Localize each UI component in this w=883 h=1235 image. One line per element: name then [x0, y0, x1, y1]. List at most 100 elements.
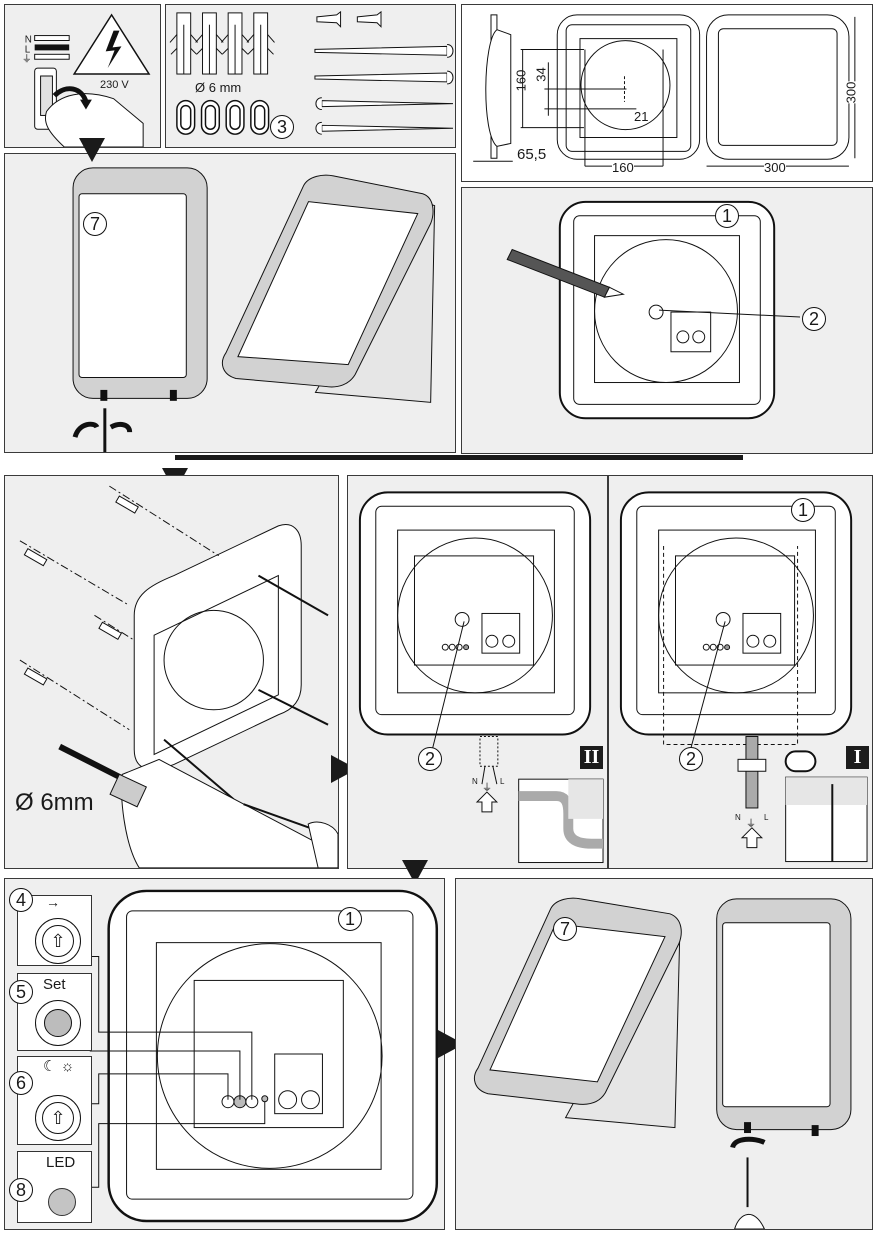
- panel-refit-cover: 7: [455, 878, 873, 1230]
- button-card-mode: 4 → ⇧: [9, 888, 92, 966]
- variant-badge-ii: II: [580, 746, 603, 769]
- callout-7: 7: [83, 212, 107, 236]
- flow-connector-line: [175, 455, 743, 460]
- cable-flush-illustration: [619, 491, 868, 863]
- side-profile: [485, 14, 512, 159]
- drill-size-label: Ø 6mm: [15, 789, 94, 816]
- callout-1: 1: [715, 204, 739, 228]
- dim-width: 300: [764, 160, 786, 175]
- wire-label-n: N: [25, 34, 32, 45]
- dim-hole-spacing-v: 160: [513, 69, 529, 92]
- wire-label-l: L: [25, 44, 31, 55]
- washer-icon: [784, 750, 817, 773]
- callout-2: 2: [679, 747, 703, 771]
- set-label: Set: [43, 976, 66, 993]
- panel-dimensions: 65,5 160 34 21 160 300 300: [461, 4, 873, 182]
- washer-icons: [176, 99, 270, 135]
- set-button-icon: [35, 1000, 81, 1046]
- dim-hole-spacing-h: 160: [612, 160, 634, 175]
- cable-entry-icon: [479, 736, 499, 785]
- dimension-drawing: [473, 14, 856, 167]
- refit-cover-illustration: [473, 897, 852, 1229]
- wire-label-l: L: [500, 777, 505, 786]
- wire-label-n: N: [472, 777, 478, 786]
- variant-badge-i: I: [846, 746, 869, 769]
- base-plate-front: [520, 14, 701, 167]
- wire-label-n: N: [735, 813, 741, 822]
- callout-2: 2: [802, 307, 826, 331]
- leader-lines: [89, 956, 266, 1188]
- callout-6: 6: [9, 1071, 33, 1095]
- base-plate: [358, 491, 592, 736]
- rotary-knob-icon: ⇧: [35, 918, 81, 964]
- wire-label-earth: ⏚: [746, 819, 756, 830]
- controls-illustration: [89, 889, 439, 1223]
- led-label: LED: [46, 1154, 76, 1171]
- callout-3: 3: [270, 115, 294, 139]
- screwdriver-icon: [72, 389, 177, 452]
- cover-open-view: [221, 174, 436, 403]
- panel-parts-list: Ø 6 mm 3: [165, 4, 456, 148]
- callout-8: 8: [9, 1178, 33, 1202]
- dowel-placement-icons: [19, 485, 219, 731]
- base-plate: [619, 491, 853, 736]
- panel-controls: 1 4 → ⇧ 5 Set 6 ☾ ☼ ⇧ 8 LED: [4, 878, 445, 1230]
- callout-1: 1: [791, 498, 815, 522]
- screw-icons: [314, 10, 454, 135]
- screw-placement-icons: [163, 574, 329, 800]
- button-card-set: 5 Set: [9, 973, 92, 1051]
- cover-front-view: [72, 167, 208, 399]
- callout-5: 5: [9, 980, 33, 1004]
- button-card-led: 8 LED: [9, 1151, 92, 1223]
- dim-offset-h: 21: [634, 109, 649, 124]
- mark-holes-illustration: [506, 200, 801, 420]
- wall-dowel-icons: [169, 12, 275, 75]
- callout-7: 7: [553, 917, 577, 941]
- arrow-up-icon: [475, 791, 499, 813]
- dowel-size-label: Ø 6 mm: [195, 80, 242, 95]
- panel-remove-cover: 7: [4, 153, 456, 453]
- wire-label-l: L: [764, 813, 769, 822]
- flush-mount-detail: [785, 776, 868, 863]
- drill-mount-illustration: [19, 485, 338, 868]
- dim-depth: 65,5: [517, 146, 547, 163]
- dim-height: 300: [843, 81, 859, 104]
- mode-arrow-label: →: [46, 894, 60, 910]
- earth-wire-icon: [34, 53, 70, 60]
- safety-illustration: N L ⏚: [22, 13, 151, 147]
- voltage-label: 230 V: [100, 79, 129, 91]
- wire-label-earth: ⏚: [22, 53, 32, 65]
- surface-mount-detail: [518, 778, 604, 864]
- base-plate: [107, 889, 439, 1223]
- cover-front-view: [716, 898, 852, 1131]
- neutral-wire-icon: [34, 35, 70, 41]
- callout-4: 4: [9, 888, 33, 912]
- base-plate-perspective: [133, 524, 302, 770]
- cover-front: [706, 14, 850, 160]
- cover-open-view: [473, 897, 682, 1129]
- screwdriver-icon: [243, 803, 338, 868]
- led-indicator-icon: [48, 1188, 76, 1216]
- switch-off-hand-icon: [34, 67, 144, 147]
- callout-2: 2: [418, 747, 442, 771]
- cable-icon: [737, 736, 767, 809]
- panel-drill-mount: Ø 6mm: [4, 475, 339, 869]
- screwdriver-icon: [730, 1122, 819, 1229]
- flow-arrow-down-0: [79, 138, 105, 162]
- panel-mark-holes: 1 2: [461, 187, 873, 454]
- arrow-up-icon: [740, 827, 764, 849]
- dim-offset-v: 34: [533, 67, 549, 82]
- drill-icon: [58, 743, 338, 868]
- panel-safety-disconnect: N L ⏚ 230 V: [4, 4, 161, 148]
- live-wire-icon: [34, 44, 70, 51]
- callout-1: 1: [338, 907, 362, 931]
- high-voltage-warning-icon: [72, 13, 151, 75]
- night-day-label: ☾ ☼: [43, 1058, 75, 1075]
- parts-illustration: [169, 10, 454, 135]
- panel-cable-flush: 1 2 I N ⏚ L: [608, 475, 873, 869]
- button-card-light: 6 ☾ ☼ ⇧: [9, 1056, 92, 1145]
- wire-label-earth: ⏚: [482, 783, 492, 794]
- cable-surface-illustration: [358, 491, 604, 864]
- pencil-icon: [506, 248, 625, 298]
- panel-cable-surface: 2 II N ⏚ L: [347, 475, 608, 869]
